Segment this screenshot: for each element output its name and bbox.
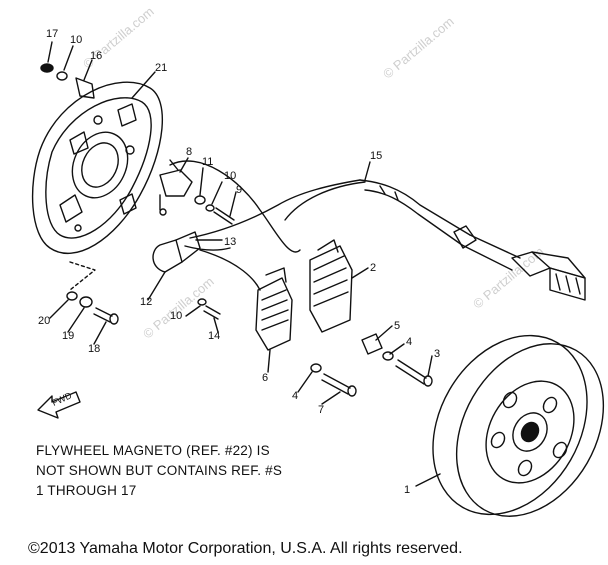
callout-15: 15 xyxy=(370,150,383,162)
callout-19: 19 xyxy=(62,330,75,342)
note-line: FLYWHEEL MAGNETO (REF. #22) IS xyxy=(36,443,270,458)
callout-2: 2 xyxy=(370,262,377,274)
copyright-notice: ©2013 Yamaha Motor Corporation, U.S.A. A… xyxy=(28,540,463,557)
callout-7: 7 xyxy=(318,404,325,416)
note-line: 1 THROUGH 17 xyxy=(36,483,137,498)
callout-4: 4 xyxy=(292,390,299,402)
washer-10 xyxy=(56,71,68,81)
note-line: NOT SHOWN BUT CONTAINS REF. #S xyxy=(36,463,283,478)
callout-11: 11 xyxy=(202,156,214,168)
callout-3: 3 xyxy=(434,348,441,360)
flywheel-rotor xyxy=(432,334,605,517)
ignition-coil xyxy=(309,239,353,333)
stator-plate xyxy=(31,81,164,254)
callout-13: 13 xyxy=(224,236,237,248)
wire-harness xyxy=(359,179,586,301)
callout-6: 6 xyxy=(262,372,269,384)
contact-breaker xyxy=(159,159,193,216)
callout-5: 5 xyxy=(394,320,401,332)
callout-9: 9 xyxy=(236,184,243,196)
flywheel-note: FLYWHEEL MAGNETO (REF. #22) IS NOT SHOWN… xyxy=(36,441,396,501)
callout-10: 10 xyxy=(70,34,83,46)
callout-14: 14 xyxy=(208,330,221,342)
callout-10: 10 xyxy=(224,170,237,182)
callout-1: 1 xyxy=(404,484,411,496)
callout-17: 17 xyxy=(46,28,59,40)
forward-arrow xyxy=(37,391,81,419)
callout-8: 8 xyxy=(186,146,193,158)
lighting-coil xyxy=(255,267,293,351)
callout-12: 12 xyxy=(140,296,153,308)
callout-10: 10 xyxy=(170,310,183,322)
callout-18: 18 xyxy=(88,343,101,355)
callout-16: 16 xyxy=(90,50,103,62)
felt-16 xyxy=(75,77,95,99)
callout-4: 4 xyxy=(406,336,413,348)
screw-17 xyxy=(40,63,54,73)
callout-20: 20 xyxy=(38,315,51,327)
callout-21: 21 xyxy=(155,62,168,74)
